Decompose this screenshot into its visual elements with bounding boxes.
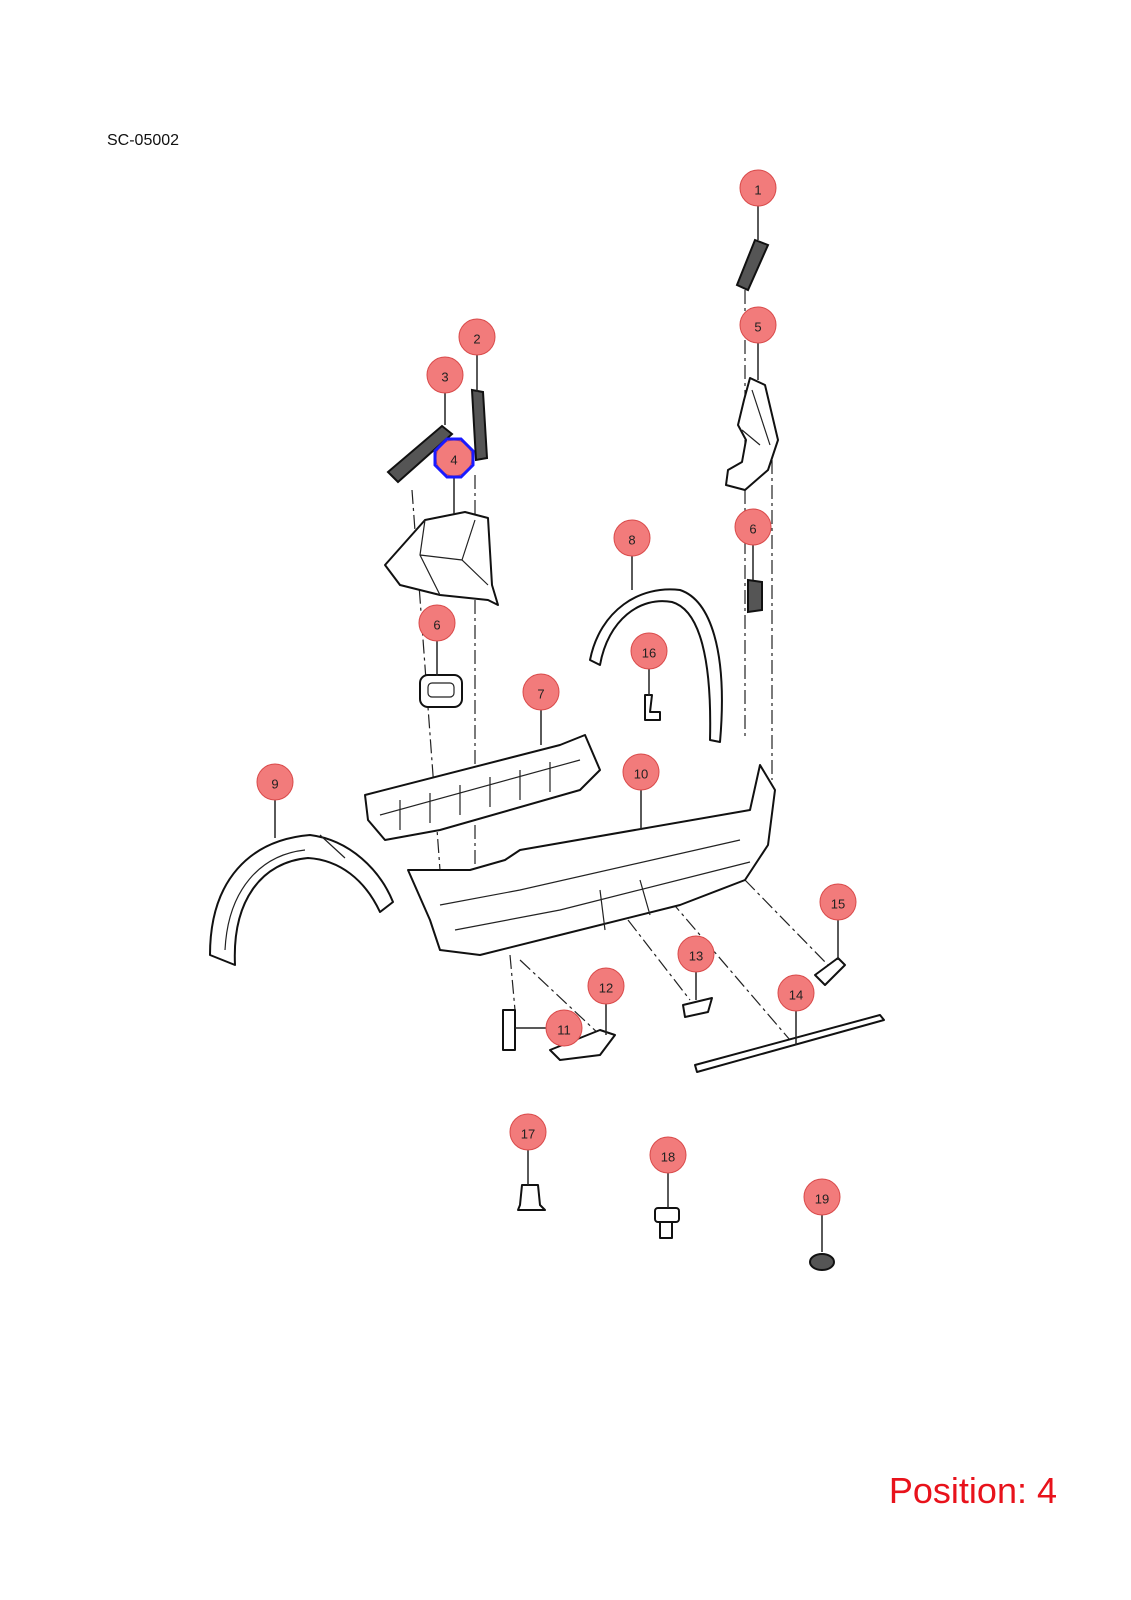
svg-text:11: 11 [557, 1023, 571, 1038]
svg-text:6: 6 [433, 618, 440, 633]
callout-3[interactable]: 3 [426, 356, 464, 394]
selected-callout-highlight [433, 437, 475, 479]
part-18-bolt [654, 1207, 680, 1239]
part-2-strip [470, 388, 489, 462]
callout-16[interactable]: 16 [630, 632, 668, 670]
svg-text:19: 19 [815, 1192, 829, 1207]
callout-15[interactable]: 15 [819, 883, 857, 921]
part-6-clip-left [419, 674, 463, 708]
part-3-strip [386, 424, 454, 484]
callout-9[interactable]: 9 [256, 763, 294, 801]
part-7-reinforcement [364, 734, 601, 841]
svg-text:18: 18 [661, 1150, 675, 1165]
svg-text:15: 15 [831, 897, 845, 912]
callout-1[interactable]: 1 [739, 169, 777, 207]
diagram-code: SC-05002 [107, 132, 180, 149]
svg-text:17: 17 [521, 1127, 535, 1142]
part-5-side-bracket [725, 377, 779, 491]
svg-text:13: 13 [689, 949, 703, 964]
part-12-lower-trim [549, 1029, 616, 1061]
part-10-bumper-cover [407, 764, 776, 956]
callout-10[interactable]: 10 [622, 753, 660, 791]
callout-19[interactable]: 19 [803, 1178, 841, 1216]
part-17-push-clip [517, 1184, 546, 1211]
svg-text:9: 9 [271, 777, 278, 792]
svg-text:16: 16 [642, 646, 656, 661]
callouts: 1 2 3 4 5 6 6 7 8 9 10 11 12 13 14 15 16… [256, 169, 857, 1216]
svg-text:3: 3 [441, 370, 448, 385]
svg-text:1: 1 [754, 183, 761, 198]
svg-text:2: 2 [473, 332, 480, 347]
part-16-pin [644, 694, 661, 721]
callout-6-left[interactable]: 6 [418, 604, 456, 642]
svg-text:12: 12 [599, 981, 613, 996]
svg-text:6: 6 [749, 522, 756, 537]
part-11-post [502, 1009, 516, 1051]
callout-14[interactable]: 14 [777, 974, 815, 1012]
part-13-reflector [682, 997, 713, 1018]
callout-8[interactable]: 8 [613, 519, 651, 557]
callout-11[interactable]: 11 [545, 1009, 583, 1047]
callout-17[interactable]: 17 [509, 1113, 547, 1151]
svg-text:10: 10 [634, 767, 648, 782]
svg-text:5: 5 [754, 320, 761, 335]
callout-18[interactable]: 18 [649, 1136, 687, 1174]
position-label: Position: 4 [888, 1470, 1057, 1511]
svg-text:7: 7 [537, 687, 544, 702]
callout-6-right[interactable]: 6 [734, 508, 772, 546]
svg-text:14: 14 [789, 988, 803, 1003]
part-15-corner-trim [814, 957, 846, 986]
part-9-wheel-arch-left [209, 834, 394, 966]
callout-7[interactable]: 7 [522, 673, 560, 711]
part-4-corner-panel [384, 511, 499, 606]
part-6-clip-right [747, 578, 763, 614]
svg-text:4: 4 [450, 453, 457, 468]
part-14-trim-strip [694, 1014, 885, 1073]
callout-13[interactable]: 13 [677, 935, 715, 973]
callout-2[interactable]: 2 [458, 318, 496, 356]
part-8-wheel-arch-right [589, 588, 723, 743]
svg-text:8: 8 [628, 533, 635, 548]
leader-lines [274, 206, 839, 1252]
callout-5[interactable]: 5 [739, 306, 777, 344]
part-1-bracket [735, 238, 770, 292]
callout-12[interactable]: 12 [587, 967, 625, 1005]
part-19-screw [809, 1253, 835, 1271]
